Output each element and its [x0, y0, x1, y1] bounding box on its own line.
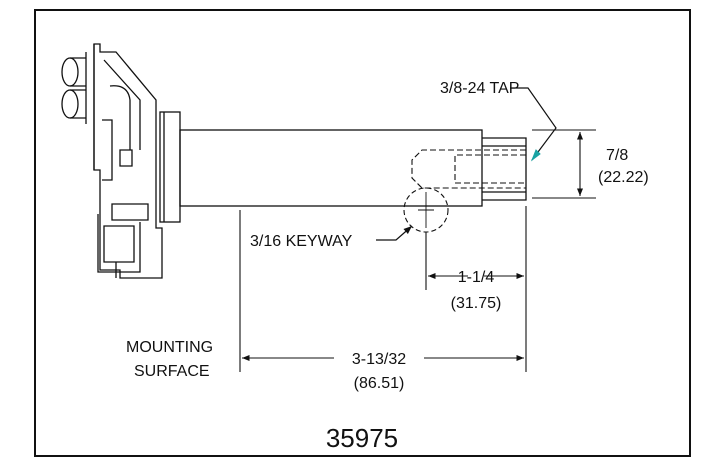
shaft	[179, 129, 527, 207]
tapped-hole	[411, 149, 526, 189]
tap-label: 3/8-24 TAP	[440, 80, 519, 97]
drawing-frame	[34, 9, 691, 457]
keyway-length-dimension	[425, 206, 527, 372]
mounting-label-line1: MOUNTING	[126, 339, 213, 356]
shaft-length-dimension	[239, 210, 524, 372]
diameter-mm-label: (22.22)	[598, 169, 649, 186]
tap-leader	[510, 87, 557, 161]
keyway-length-fraction-label: 1-1/4	[458, 269, 495, 286]
mounting-label-line2: SURFACE	[134, 363, 210, 380]
keyway-centerline	[418, 192, 434, 228]
shaft-length-fraction-label: 3-13/32	[352, 351, 406, 368]
part-number: 35975	[326, 423, 398, 453]
motor-housing	[61, 43, 181, 279]
tap-arrow	[530, 149, 541, 162]
keyway-label: 3/16 KEYWAY	[250, 233, 353, 250]
diameter-fraction-label: 7/8	[606, 147, 628, 164]
keyway-length-mm-label: (31.75)	[451, 295, 502, 312]
shaft-length-mm-label: (86.51)	[354, 375, 405, 392]
keyway-leader	[376, 225, 413, 241]
diameter-dimension	[532, 129, 596, 199]
